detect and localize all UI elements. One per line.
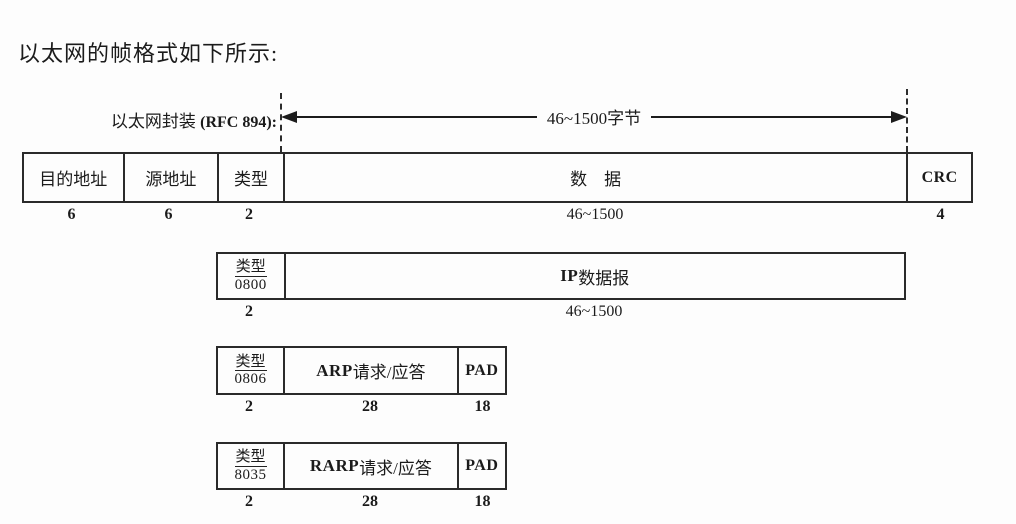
rarp-frame-row: 类型 8035 RARP 请求/应答 PAD bbox=[216, 442, 507, 490]
field-data: 数 据 bbox=[282, 154, 906, 201]
arp-frame-sizes: 2 28 18 bbox=[216, 397, 507, 417]
field-dest-address: 目的地址 bbox=[24, 154, 123, 201]
field-arp-latin: ARP bbox=[316, 360, 353, 380]
encapsulation-label: 以太网封装 bbox=[110, 112, 201, 131]
field-type-0806: 类型 0806 bbox=[218, 348, 283, 393]
rarp-frame-sizes: 2 28 18 bbox=[216, 492, 507, 512]
size-data: 46~1500 bbox=[566, 206, 624, 223]
size-arp-payload: 28 bbox=[362, 398, 378, 415]
ip-frame-row: 类型 0800 IP 数据报 bbox=[216, 252, 906, 300]
field-rarp-cjk: 请求/应答 bbox=[359, 458, 432, 478]
size-type-0806: 2 bbox=[245, 398, 253, 415]
field-ip-latin: IP bbox=[560, 266, 579, 285]
type-code-top: 类型 bbox=[234, 259, 267, 277]
type-code-top: 类型 bbox=[234, 353, 267, 371]
ip-frame-sizes: 2 46~1500 bbox=[216, 302, 906, 322]
field-type-8035: 类型 8035 bbox=[218, 444, 283, 488]
field-rarp-payload: RARP 请求/应答 bbox=[283, 444, 457, 488]
rfc-label: (RFC 894): bbox=[200, 114, 277, 131]
field-ip-cjk: 数据报 bbox=[578, 268, 630, 288]
arrow-label: 46~1500字节 bbox=[546, 108, 642, 128]
arrow-line-left bbox=[297, 116, 537, 118]
arrow-line-right bbox=[651, 116, 892, 118]
type-code-value: 0800 bbox=[234, 276, 267, 293]
type-code-fraction: 类型 8035 bbox=[234, 449, 267, 483]
field-crc: CRC bbox=[906, 154, 971, 201]
encapsulation-caption: 以太网封装 (RFC 894): bbox=[0, 107, 277, 132]
type-code-fraction: 类型 0800 bbox=[234, 259, 267, 293]
ethernet-frame-row: 目的地址 源地址 类型 数 据 CRC bbox=[22, 152, 973, 203]
size-type-8035: 2 bbox=[245, 493, 253, 510]
field-dest-address-label: 目的地址 bbox=[39, 170, 108, 189]
field-rarp-pad: PAD bbox=[456, 444, 505, 488]
field-arp-pad-label: PAD bbox=[465, 361, 499, 379]
size-rarp-payload: 28 bbox=[362, 493, 378, 510]
type-code-value: 8035 bbox=[234, 466, 267, 483]
field-arp-cjk: 请求/应答 bbox=[352, 363, 426, 382]
arp-frame-row: 类型 0806 ARP 请求/应答 PAD bbox=[216, 346, 507, 395]
size-ip-datagram: 46~1500 bbox=[565, 303, 623, 320]
page-title: 以太网的帧格式如下所示: bbox=[18, 41, 279, 66]
field-type-0800: 类型 0800 bbox=[218, 254, 284, 298]
field-type-label: 类型 bbox=[234, 170, 269, 189]
type-code-fraction: 类型 0806 bbox=[234, 353, 267, 388]
size-arp-pad: 18 bbox=[474, 398, 491, 415]
field-crc-label: CRC bbox=[921, 168, 958, 186]
ethernet-frame-sizes: 6 6 2 46~1500 4 bbox=[22, 205, 973, 225]
size-rarp-pad: 18 bbox=[474, 493, 491, 510]
size-type: 2 bbox=[245, 206, 253, 223]
left-arrowhead-icon bbox=[281, 111, 297, 123]
field-rarp-latin: RARP bbox=[309, 456, 360, 475]
size-src: 6 bbox=[164, 206, 173, 223]
field-ip-datagram: IP 数据报 bbox=[283, 254, 904, 298]
size-type-0800: 2 bbox=[245, 303, 253, 320]
size-crc: 4 bbox=[936, 206, 945, 223]
field-src-address: 源地址 bbox=[122, 154, 218, 201]
size-dest: 6 bbox=[67, 206, 76, 223]
type-code-top: 类型 bbox=[234, 449, 267, 467]
type-code-value: 0806 bbox=[234, 371, 267, 387]
field-data-label: 数 据 bbox=[570, 170, 622, 189]
field-rarp-pad-label: PAD bbox=[465, 457, 499, 474]
field-src-address-label: 源地址 bbox=[145, 170, 197, 189]
field-arp-payload: ARP 请求/应答 bbox=[283, 348, 457, 393]
right-arrowhead-icon bbox=[891, 111, 908, 123]
field-type: 类型 bbox=[217, 154, 283, 201]
field-arp-pad: PAD bbox=[456, 348, 505, 393]
byte-range-arrow: 46~1500字节 bbox=[281, 106, 908, 128]
